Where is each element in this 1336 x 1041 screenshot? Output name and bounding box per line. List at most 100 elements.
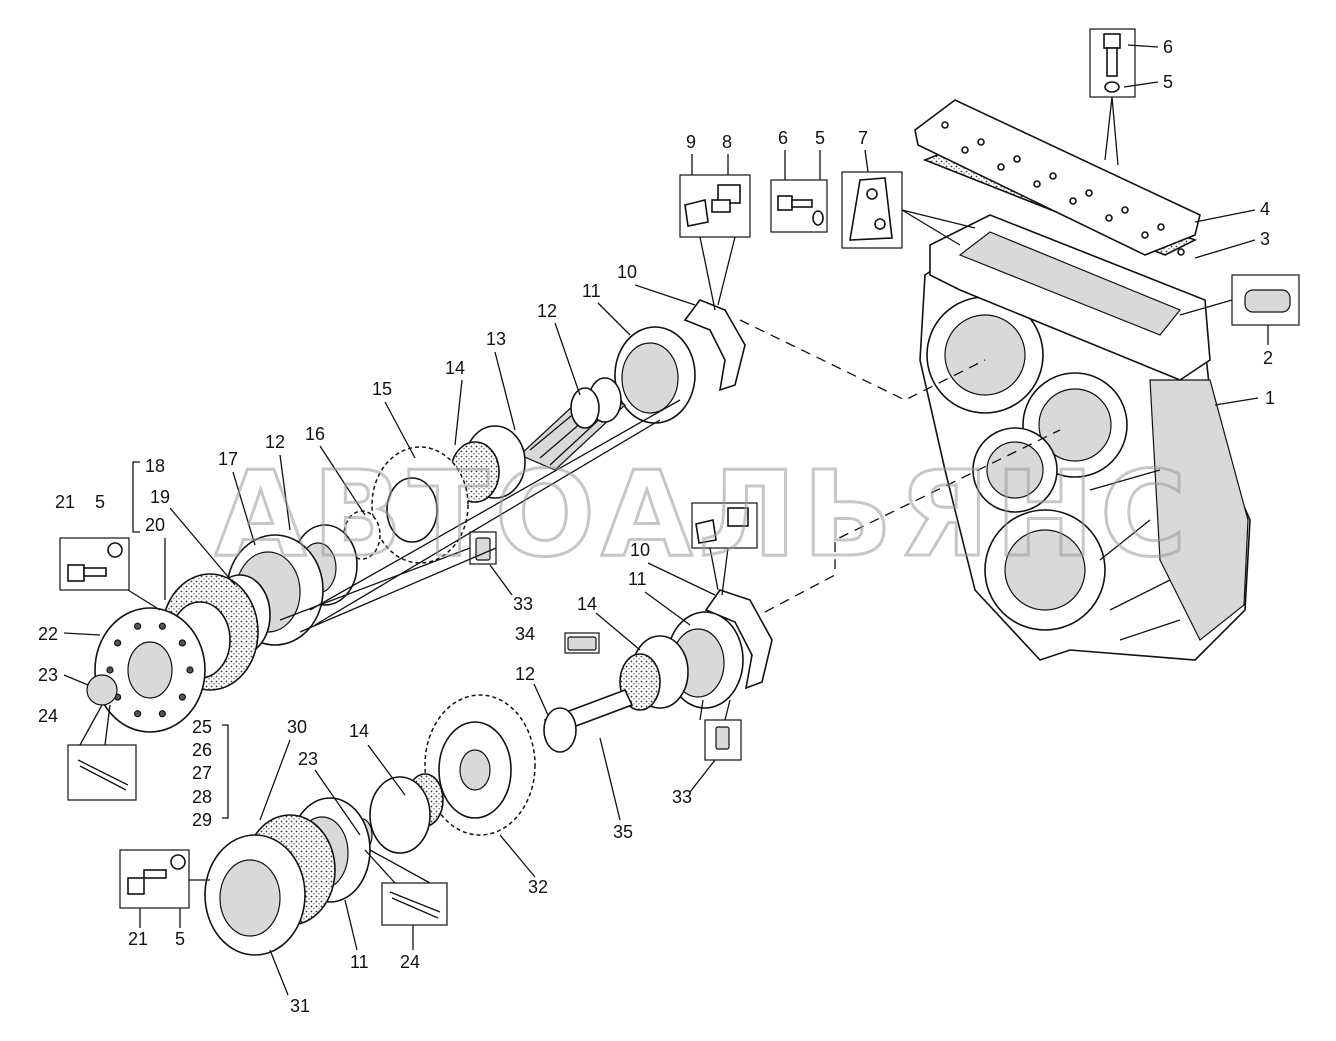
leader-line (864, 149, 869, 173)
callout-13: 13 (486, 329, 506, 349)
cover-hole (941, 121, 949, 129)
bolt-8-plate-9-lower (691, 502, 758, 549)
leader-line (314, 769, 361, 836)
flange-hole (158, 710, 166, 718)
leader-line (344, 899, 358, 951)
leader-line (1214, 397, 1259, 406)
callout-4: 4 (1260, 199, 1270, 219)
flange-hole (158, 622, 166, 630)
leader-line (494, 351, 516, 431)
callout-5: 5 (95, 492, 105, 512)
callout-16: 16 (305, 424, 325, 444)
callout-23: 23 (38, 665, 58, 685)
callout-12: 12 (537, 301, 557, 321)
leader-line (1123, 81, 1159, 88)
callout-7: 7 (858, 128, 868, 148)
callout-33: 33 (672, 787, 692, 807)
flange-hole (134, 710, 142, 718)
callout-5: 5 (815, 128, 825, 148)
leader-line (63, 632, 101, 636)
bracket-7 (841, 171, 903, 249)
cover-hole (1121, 206, 1129, 214)
bolt-6-washer-5-middle (770, 179, 828, 233)
watermark: АВТОАЛЬЯНС (215, 445, 1193, 583)
callout-15: 15 (372, 379, 392, 399)
callout-20: 20 (145, 515, 165, 535)
leader-line (533, 683, 549, 716)
callout-29: 29 (192, 810, 212, 830)
flange-hole (134, 622, 142, 630)
leader-line (1194, 239, 1256, 259)
callout-27: 27 (192, 763, 212, 783)
cover-hole (1069, 197, 1077, 205)
leader-line (489, 564, 513, 596)
leader-line (599, 737, 621, 821)
cover-hole (1013, 155, 1021, 163)
callout-26: 26 (192, 740, 212, 760)
leader-line (232, 471, 256, 546)
leader-line (644, 591, 691, 626)
flange-hole (178, 639, 186, 647)
callout-14: 14 (577, 594, 597, 614)
callout-5: 5 (175, 929, 185, 949)
cover-hole (1049, 172, 1057, 180)
lower-shaft-assembly (204, 589, 773, 956)
callout-1: 1 (1265, 388, 1275, 408)
leader-line (384, 401, 416, 459)
cover-hole (1157, 223, 1165, 231)
callout-18: 18 (145, 456, 165, 476)
callout-10: 10 (630, 540, 650, 560)
callout-12: 12 (265, 432, 285, 452)
group-bracket (222, 724, 229, 819)
callout-11: 11 (628, 569, 647, 589)
cover-hole (1033, 180, 1041, 188)
callout-32: 32 (528, 877, 548, 897)
callout-14: 14 (445, 358, 465, 378)
cover-hole (961, 146, 969, 154)
callout-25: 25 (192, 717, 212, 737)
callout-21: 21 (128, 929, 148, 949)
leader-line (1127, 44, 1159, 48)
cover-plate-4 (914, 99, 1201, 256)
callout-14: 14 (349, 721, 369, 741)
cotter-pin-24-lower (381, 882, 448, 926)
leader-line (269, 949, 289, 996)
callout-31: 31 (290, 996, 310, 1016)
cover-hole (977, 138, 985, 146)
callout-22: 22 (38, 624, 58, 644)
callout-21: 21 (55, 492, 75, 512)
callout-17: 17 (218, 449, 238, 469)
callout-35: 35 (613, 822, 633, 842)
callout-23: 23 (298, 749, 318, 769)
callout-6: 6 (778, 128, 788, 148)
stud-2 (1231, 274, 1300, 326)
flange-hole (186, 666, 194, 674)
flange-hole (178, 693, 186, 701)
callout-24: 24 (38, 706, 58, 726)
housing-flange (929, 214, 1211, 381)
leader-line (259, 739, 291, 821)
leader-line (634, 284, 696, 306)
callout-30: 30 (287, 717, 307, 737)
callout-28: 28 (192, 787, 212, 807)
key-33-box (704, 719, 742, 761)
callout-19: 19 (150, 487, 170, 507)
callout-11: 11 (582, 281, 601, 301)
leader-line (1194, 209, 1256, 223)
callout-6: 6 (1163, 37, 1173, 57)
callout-3: 3 (1260, 229, 1270, 249)
callout-24: 24 (400, 952, 420, 972)
cover-hole (1141, 231, 1149, 239)
bolt-21-washer-5-upper (59, 537, 130, 591)
callout-9: 9 (686, 132, 696, 152)
bolt-8-plate-9-upper (679, 174, 751, 238)
leader-line (63, 674, 89, 686)
leader-line (279, 454, 291, 531)
callout-8: 8 (722, 132, 732, 152)
callout-10: 10 (617, 262, 637, 282)
callout-12: 12 (515, 664, 535, 684)
leader-line (499, 834, 536, 878)
leader-line (597, 302, 631, 336)
